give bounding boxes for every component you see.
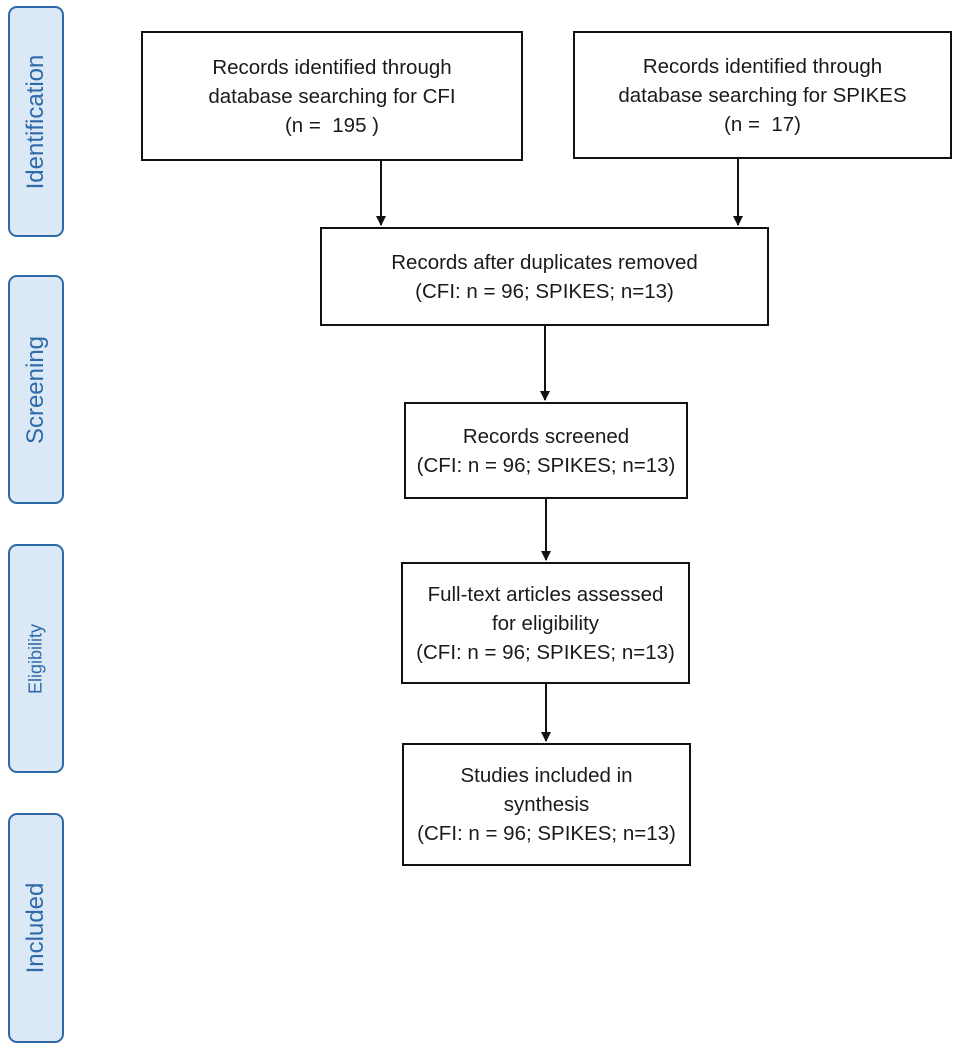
box-line: for eligibility <box>491 611 600 635</box>
box-line: synthesis <box>503 793 590 816</box>
box-line: database searching for SPIKES <box>618 83 907 107</box>
box-count: (CFI: n = 96; SPIKES; n=13) <box>416 453 676 477</box>
box-line: Full-text articles assessed <box>427 582 664 606</box>
box-count: (CFI: n = 96; SPIKES; n=13) <box>415 279 674 303</box>
box-records-identified-spikes: Records identified through database sear… <box>573 31 952 159</box>
box-line: Studies included in <box>460 764 633 787</box>
box-line: Records after duplicates removed <box>391 250 698 274</box>
box-count: (n = 195 ) <box>284 113 379 137</box>
phase-identification: Identification <box>8 6 64 237</box>
box-count: (CFI: n = 96; SPIKES; n=13) <box>417 822 676 845</box>
box-count: (CFI: n = 96; SPIKES; n=13) <box>416 640 675 664</box>
box-line: Records identified through <box>642 54 883 78</box>
phase-eligibility: Eligibility <box>8 544 64 773</box>
box-full-text-assessed: Full-text articles assessed for eligibil… <box>401 562 690 684</box>
box-line: database searching for CFI <box>208 84 456 108</box>
box-records-identified-cfi: Records identified through database sear… <box>141 31 523 161</box>
box-duplicates-removed: Records after duplicates removed (CFI: n… <box>320 227 769 326</box>
phase-screening: Screening <box>8 275 64 504</box>
box-line: Records identified through <box>212 55 452 79</box>
box-studies-included: Studies included in synthesis (CFI: n = … <box>402 743 691 866</box>
box-records-screened: Records screened (CFI: n = 96; SPIKES; n… <box>404 402 688 499</box>
box-count: (n = 17) <box>724 112 801 136</box>
phase-included: Included <box>8 813 64 1043</box>
box-line: Records screened <box>462 424 630 448</box>
